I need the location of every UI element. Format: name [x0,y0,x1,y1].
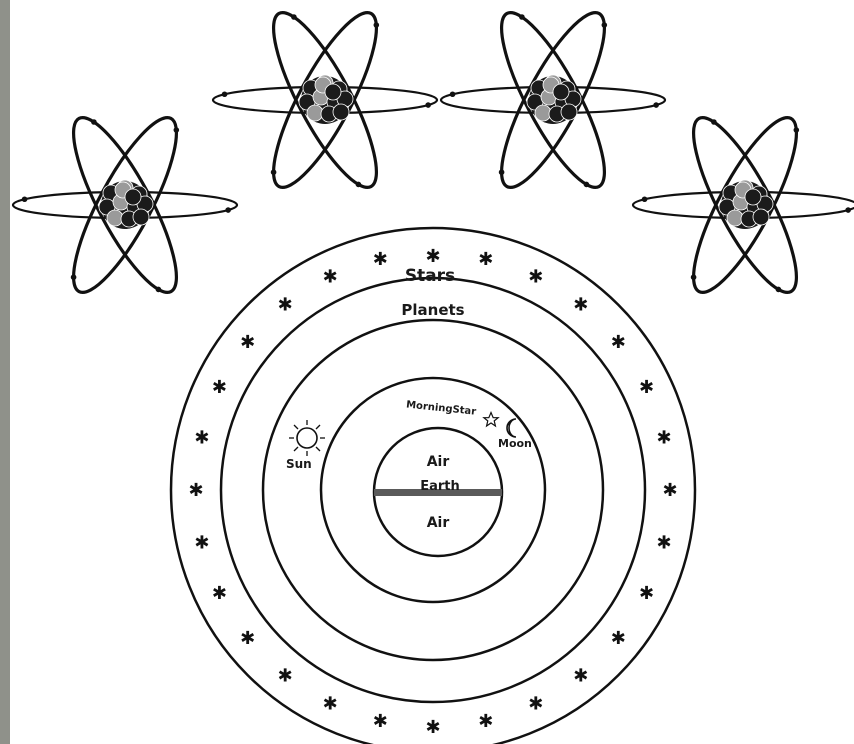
electron [584,182,590,188]
asterisk-star-icon: ✱ [478,249,493,270]
asterisk-star-icon: ✱ [278,295,293,316]
electron [794,127,800,133]
asterisk-star-icon: ✱ [194,427,209,448]
electron [71,274,77,280]
earth-label: Earth [420,479,460,494]
electron [374,22,380,28]
asterisk-star-icon: ✱ [240,628,255,649]
electron [711,119,717,125]
electron [499,169,505,175]
planets-label: Planets [401,301,464,319]
electron [450,91,456,97]
stars-label: Stars [405,266,455,286]
asterisk-star-icon: ✱ [373,249,388,270]
asterisk-star-icon: ✱ [278,665,293,686]
asterisk-star-icon: ✱ [323,266,338,287]
asterisk-star-icon: ✱ [323,694,338,715]
sun-label: Sun [286,457,312,471]
asterisk-star-icon: ✱ [425,246,440,267]
electron [222,91,228,97]
electron [642,196,648,202]
air-bottom-label: Air [427,515,450,531]
asterisk-star-icon: ✱ [611,332,626,353]
asterisk-star-icon: ✱ [662,480,677,501]
asterisk-star-icon: ✱ [425,717,440,738]
asterisk-star-icon: ✱ [639,377,654,398]
electron [156,287,162,293]
electron [776,287,782,293]
electron [356,182,362,188]
moon-label: Moon [498,437,532,450]
asterisk-star-icon: ✱ [528,266,543,287]
asterisk-star-icon: ✱ [188,480,203,501]
asterisk-star-icon: ✱ [373,711,388,732]
electron [519,14,525,20]
electron [225,207,231,213]
asterisk-star-icon: ✱ [639,583,654,604]
asterisk-star-icon: ✱ [573,665,588,686]
electron [845,207,851,213]
asterisk-star-icon: ✱ [611,628,626,649]
electron [291,14,297,20]
electron [174,127,180,133]
asterisk-star-icon: ✱ [573,295,588,316]
electron [91,119,97,125]
electron [602,22,608,28]
asterisk-star-icon: ✱ [240,332,255,353]
electron [425,102,431,108]
electron [22,196,28,202]
asterisk-star-icon: ✱ [478,711,493,732]
electron [271,169,277,175]
asterisk-star-icon: ✱ [528,694,543,715]
asterisk-star-icon: ✱ [212,583,227,604]
asterisk-star-icon: ✱ [657,427,672,448]
asterisk-star-icon: ✱ [657,533,672,554]
air-top-label: Air [427,454,450,470]
asterisk-star-icon: ✱ [194,533,209,554]
electron [653,102,659,108]
asterisk-star-icon: ✱ [212,377,227,398]
paper-background [10,0,854,744]
electron [691,274,697,280]
